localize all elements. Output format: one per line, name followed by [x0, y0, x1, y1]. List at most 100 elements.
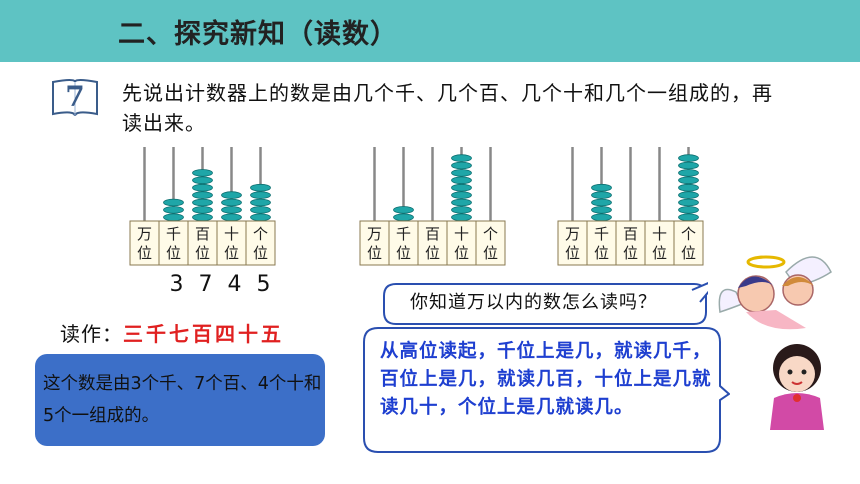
abacus-bead: [591, 191, 612, 199]
composition-box: 这个数是由3个千、7个百、4个十和5个一组成的。: [35, 354, 325, 446]
abacus-place-box: [557, 220, 588, 266]
abacus-bead: [192, 176, 213, 185]
abacus-bead: [192, 183, 213, 192]
abacus-place-box: [388, 220, 419, 266]
abacus-bead: [451, 161, 472, 170]
problem-number-badge: 7: [50, 76, 100, 120]
answer-bubble: [363, 327, 730, 453]
abacus-1: 万位千位百位十位个位: [128, 145, 277, 271]
abacus-bead: [250, 198, 271, 207]
abacus-bead: [678, 198, 699, 207]
reading-label: 读作：: [60, 322, 123, 346]
abacus-place-label: 个: [483, 225, 498, 243]
abacus-place-label: 位: [253, 244, 268, 262]
abacus-bead: [591, 198, 612, 207]
abacus-place-label: 位: [681, 244, 696, 262]
abacus-bead: [163, 213, 184, 222]
abacus-bead: [221, 213, 242, 222]
abacus-bead: [451, 206, 472, 214]
abacus-bead: [678, 191, 699, 199]
abacus-bead: [451, 191, 472, 199]
abacus-place-label: 位: [195, 244, 210, 262]
abacus-place-label: 十: [224, 225, 239, 243]
digit: 4: [227, 272, 242, 297]
abacus-bead: [451, 154, 472, 162]
abacus-place-box: [129, 220, 160, 266]
abacus-bead: [192, 198, 213, 207]
abacus-place-label: 百: [195, 225, 210, 243]
abacus-place-label: 百: [623, 225, 638, 243]
abacus-place-label: 千: [594, 225, 609, 243]
abacus-place-label: 位: [166, 244, 181, 262]
reading-line: 读作：三千七百四十五: [60, 318, 284, 347]
abacus-bead: [163, 206, 184, 214]
abacus-place-box: [187, 220, 218, 266]
abacus-place-label: 个: [681, 225, 696, 243]
abacus-place-box: [417, 220, 448, 266]
reading-value: 三千七百四十五: [123, 322, 284, 346]
problem-text: 先说出计数器上的数是由几个千、几个百、几个十和几个一组成的，再读出来。: [122, 81, 773, 135]
section-title: 二、探究新知（读数）: [118, 19, 398, 50]
abacus-place-label: 位: [454, 244, 469, 262]
abacus-place-label: 位: [396, 244, 411, 262]
abacus-place-box: [216, 220, 247, 266]
digit: 3: [169, 272, 184, 297]
section-header: 二、探究新知（读数）: [0, 0, 860, 62]
abacus-bead: [250, 213, 271, 222]
abacus-bead: [393, 206, 414, 214]
abacus-place-label: 十: [454, 225, 469, 243]
abacus-place-label: 位: [594, 244, 609, 262]
abacus-place-box: [475, 220, 506, 266]
abacus-bead: [451, 183, 472, 192]
abacus-place-label: 位: [565, 244, 580, 262]
abacus-bead: [451, 169, 472, 177]
abacus-bead: [678, 206, 699, 214]
question-bubble-text: 你知道万以内的数怎么读吗？: [410, 292, 657, 313]
abacus-bead: [591, 206, 612, 214]
abacus-bead: [393, 213, 414, 222]
abacus-bead: [678, 183, 699, 192]
abacus-place-label: 位: [137, 244, 152, 262]
abacus-bead: [678, 161, 699, 170]
abacus-bead: [163, 198, 184, 207]
cherub-illustration: [718, 255, 832, 330]
abacus-bead: [221, 191, 242, 199]
abacus-place-label: 个: [253, 225, 268, 243]
abacus-place-label: 位: [652, 244, 667, 262]
problem-number: 7: [65, 80, 85, 113]
digit: 5: [256, 272, 271, 297]
abacus-place-label: 位: [483, 244, 498, 262]
abacus-bead: [221, 198, 242, 207]
abacus-place-label: 位: [623, 244, 638, 262]
abacus-bead: [451, 176, 472, 185]
abacus-bead: [591, 183, 612, 192]
abacus-bead: [678, 213, 699, 222]
abacus-place-label: 千: [396, 225, 411, 243]
digit: 7: [198, 272, 213, 297]
abacus-place-label: 千: [166, 225, 181, 243]
abacus-bead: [192, 213, 213, 222]
abacus-place-label: 百: [425, 225, 440, 243]
abacus-bead: [451, 213, 472, 222]
abacus-bead: [250, 191, 271, 199]
question-bubble: [383, 282, 708, 325]
abacus-bead: [678, 154, 699, 162]
abacus-place-label: 位: [425, 244, 440, 262]
abacus-place-label: 万: [137, 225, 152, 243]
abacus-2: 万位千位百位十位个位: [358, 145, 507, 271]
abacus-place-box: [245, 220, 276, 266]
abacus-place-label: 位: [367, 244, 382, 262]
abacus-3: 万位千位百位十位个位: [556, 145, 705, 271]
answer-bubble-text: 从高位读起，千位上是几，就读几千，百位上是几，就读几百，十位上是几就读几十，个位…: [380, 341, 712, 418]
abacus-bead: [192, 206, 213, 214]
abacus-bead: [678, 169, 699, 177]
abacus-place-label: 十: [652, 225, 667, 243]
abacus-bead: [250, 206, 271, 214]
abacus-bead: [221, 206, 242, 214]
abacus-place-box: [644, 220, 675, 266]
abacus-bead: [678, 176, 699, 185]
